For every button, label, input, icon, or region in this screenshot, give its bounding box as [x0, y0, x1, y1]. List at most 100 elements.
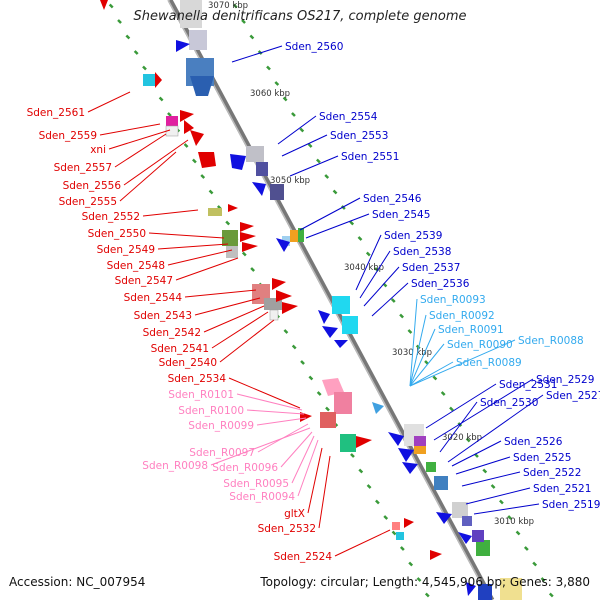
gene-arrow-forward: [100, 0, 108, 10]
tick-mark: [390, 298, 396, 303]
gene-label-reverse: Sden_2530: [480, 397, 538, 409]
tick-mark: [399, 313, 404, 319]
label-leader: [203, 305, 265, 333]
tick-mark: [266, 65, 271, 71]
gene-label-reverse: Sden_2519: [542, 499, 600, 511]
gene-block: [476, 540, 490, 556]
label-leader: [425, 383, 497, 429]
label-leader: [359, 250, 391, 299]
tick-mark: [192, 158, 197, 164]
gene-block: [246, 146, 264, 162]
label-leader: [409, 343, 445, 387]
gene-label-forward: Sden_2524: [274, 551, 333, 563]
gene-label-forward: Sden_2544: [124, 292, 183, 304]
tick-mark: [117, 19, 122, 24]
gene-arrow-forward: [190, 130, 204, 146]
gene-label-forward: gltX: [284, 508, 305, 520]
tick-mark: [300, 360, 305, 365]
gene-label-reverse: Sden_2537: [402, 262, 460, 274]
scale-label: 3060 kbp: [250, 89, 290, 99]
gene-arrow-reverse: [458, 532, 472, 544]
label-leader: [409, 328, 436, 387]
gene-block: [226, 246, 238, 258]
gene-arrow-forward: [282, 302, 298, 314]
map-title: Shewanella denitrificans OS217, complete…: [133, 9, 467, 24]
accession-text: Accession: NC_007954: [9, 575, 146, 589]
label-leader: [123, 139, 189, 186]
gene-label-forward: Sden_2552: [82, 211, 140, 223]
tick-mark: [108, 3, 114, 9]
tick-mark: [548, 592, 554, 598]
label-leader: [299, 197, 361, 231]
gene-label-forward: Sden_R0101: [168, 389, 234, 401]
gene-label-forward: Sden_R0097: [189, 447, 255, 459]
tick-mark: [325, 406, 330, 412]
gene-arrow-forward: [430, 550, 442, 560]
tick-mark: [241, 19, 246, 24]
gene-label-reverse: Sden_2551: [341, 151, 399, 163]
gene-block: [396, 532, 404, 540]
label-leader: [371, 282, 409, 317]
gene-label-reverse: Sden_2560: [285, 41, 343, 53]
label-leader: [451, 440, 502, 467]
tick-mark: [133, 50, 139, 55]
tick-mark: [383, 515, 389, 520]
label-leader: [236, 393, 303, 411]
label-leader: [108, 129, 171, 150]
tick-mark: [366, 484, 372, 489]
label-leader: [409, 339, 516, 387]
tick-mark: [399, 546, 405, 551]
label-leader: [409, 298, 418, 387]
tick-mark: [391, 530, 397, 536]
label-leader: [433, 378, 534, 441]
gene-label-reverse: Sden_2522: [523, 467, 581, 479]
tick-mark: [307, 143, 313, 148]
gene-block: [334, 392, 352, 414]
gene-arrow-forward: [184, 120, 194, 134]
genome-backbone-highlight: [167, 0, 491, 600]
tick-mark: [440, 391, 446, 396]
gene-block: [320, 412, 336, 428]
label-leader: [167, 249, 233, 266]
gene-block: [342, 316, 358, 334]
tick-mark: [340, 205, 346, 210]
gene-label-reverse: Sden_2525: [513, 452, 571, 464]
tick-mark: [358, 468, 364, 474]
gene-block: [478, 584, 492, 600]
label-leader: [194, 297, 261, 316]
gene-arrow-forward: [272, 278, 286, 290]
gene-block: [414, 436, 426, 448]
label-leader: [355, 234, 382, 291]
gene-block: [426, 462, 436, 472]
label-leader: [455, 456, 511, 475]
label-leader: [473, 503, 540, 515]
trna-feature: [322, 378, 344, 396]
tick-mark: [316, 391, 322, 396]
gene-block: [189, 30, 207, 50]
gene-label-forward: Sden_2555: [59, 196, 117, 208]
gene-block: [180, 0, 202, 28]
tick-mark: [241, 251, 247, 257]
gene-arrow-forward: [228, 204, 238, 212]
scale-label: 3020 kbp: [442, 433, 482, 443]
gene-arrow-forward: [198, 152, 216, 168]
tick-mark: [357, 236, 363, 241]
tick-mark: [490, 484, 496, 489]
label-leader: [363, 266, 400, 307]
gene-block: [392, 522, 400, 530]
gene-arrow-reverse: [334, 340, 348, 348]
gene-label-reverse: Sden_R0091: [438, 324, 504, 336]
gene-label-reverse: Sden_2527: [546, 390, 600, 402]
tick-mark: [274, 81, 280, 86]
gene-block: [434, 476, 448, 490]
label-leader: [114, 133, 167, 168]
gene-labels: Sden_2561Sden_2559xniSden_2557Sden_2556S…: [27, 41, 600, 563]
gene-arrow-reverse: [388, 432, 404, 446]
tick-mark: [424, 360, 429, 365]
tick-mark: [515, 530, 521, 536]
tick-mark: [308, 375, 314, 381]
tick-mark: [249, 34, 255, 40]
gene-block: [500, 578, 522, 600]
